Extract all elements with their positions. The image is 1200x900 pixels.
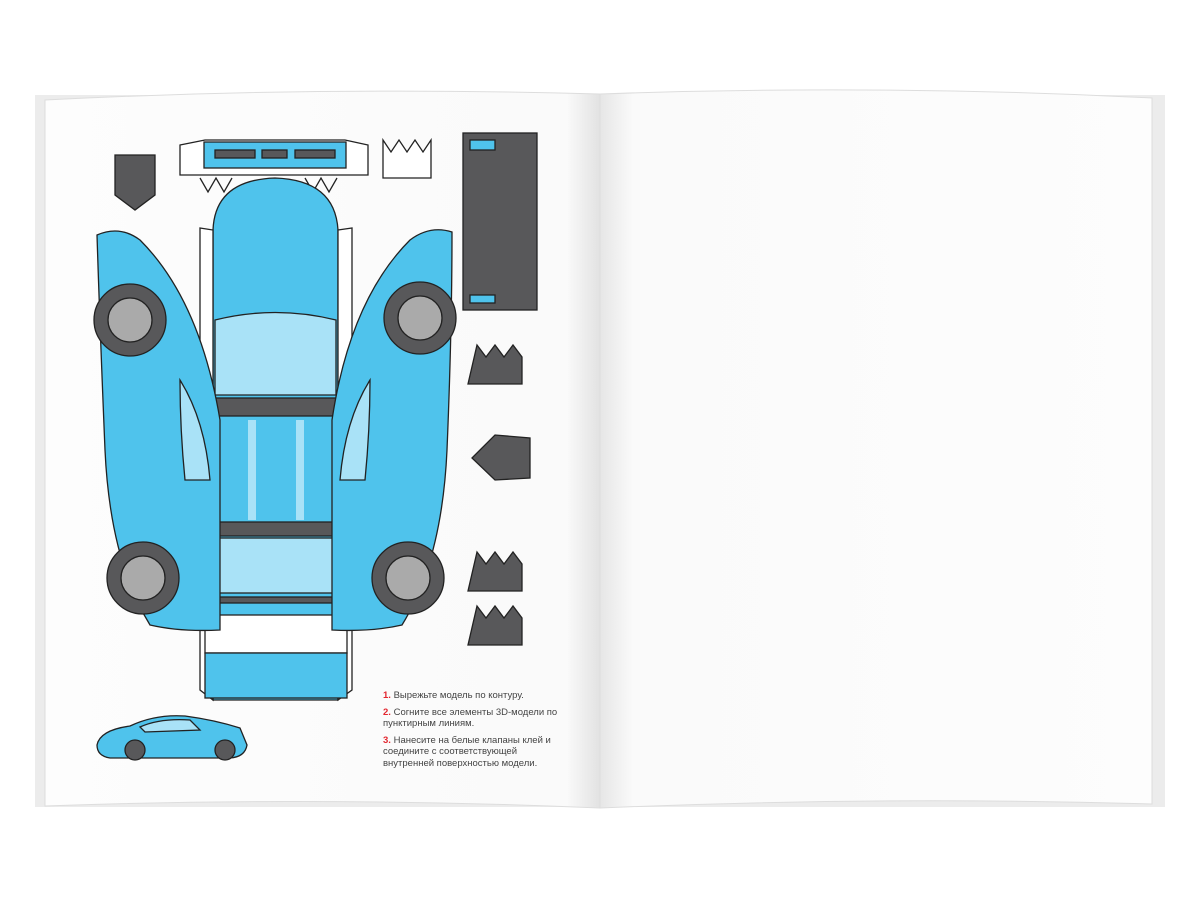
instruction-1: 1. Вырежьте модель по контуру. bbox=[383, 690, 524, 701]
rear-wing-piece bbox=[462, 132, 538, 311]
instruction-3: 3. Нанесите на белые клапаны клей и соед… bbox=[383, 734, 551, 769]
tab-piece bbox=[382, 137, 432, 179]
right-page bbox=[599, 89, 1153, 809]
instructions: 1. Вырежьте модель по контуру. 2. Согнит… bbox=[383, 690, 568, 774]
instruction-2: 2. Согните все элементы 3D-модели по пун… bbox=[383, 706, 558, 730]
papercraft-car-template bbox=[93, 132, 538, 761]
mirror-piece bbox=[114, 154, 156, 211]
tab-piece bbox=[467, 343, 523, 385]
assembled-car-preview bbox=[96, 715, 248, 761]
tab-piece bbox=[467, 550, 523, 592]
mirror-piece bbox=[471, 434, 531, 481]
tab-piece bbox=[467, 604, 523, 646]
